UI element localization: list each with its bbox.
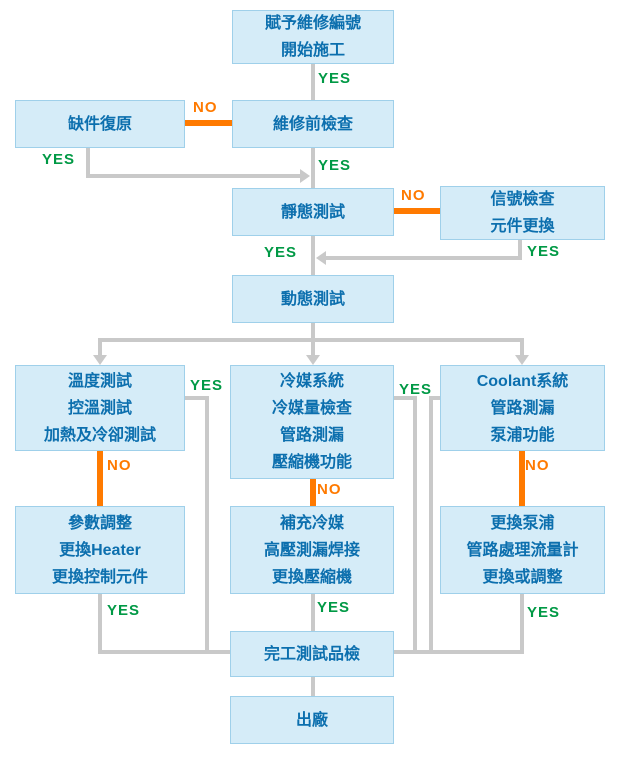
edge-coolant-yes-out — [429, 396, 441, 400]
node-assign-repair-number: 賦予維修編號 開始施工 — [232, 10, 394, 64]
arrowhead-down-icon — [306, 355, 320, 365]
node-text-line: 管路測漏 — [279, 427, 344, 444]
edge-static-dynamic — [311, 236, 315, 275]
edge-no-temp-param — [97, 451, 103, 506]
node-text-line: 更換Heater — [59, 541, 141, 559]
node-temperature-test: 溫度測試 控溫測試 加熱及冷卻測試 — [15, 365, 185, 451]
node-refill-refrigerant: 補充冷媒 高壓測漏焊接 更換壓縮機 — [230, 506, 394, 594]
edge-temp-yes-out — [185, 396, 209, 400]
node-text-line: 賦予維修編號 — [264, 15, 361, 32]
edge-stub-right — [520, 342, 524, 355]
edge-no-static-signal — [394, 208, 440, 214]
edge-missing-down — [86, 148, 90, 178]
node-text-line: 控溫測試 — [67, 399, 132, 417]
node-text-line: 開始施工 — [280, 42, 345, 59]
node-text-line: 更換壓縮機 — [271, 568, 352, 586]
node-replace-pump: 更換泵浦 管路處理流量計 更換或調整 — [440, 506, 605, 594]
edge-no-refrigerant-refill — [310, 479, 316, 506]
label-no-temp: NO — [107, 457, 132, 474]
arrowhead-down-icon — [93, 355, 107, 365]
label-no-missing: NO — [193, 99, 218, 116]
node-text-line: 信號檢查 — [490, 191, 555, 208]
label-no-refrigerant: NO — [317, 481, 342, 498]
node-static-test: 靜態測試 — [232, 188, 394, 236]
edge-signal-down — [518, 240, 522, 260]
edge-no-precheck-missing — [185, 120, 232, 126]
node-refrigerant-system: 冷媒系統 冷媒量檢查 管路測漏 壓縮機功能 — [230, 365, 394, 479]
node-text-line: 出廠 — [295, 711, 328, 729]
node-text-line: 更換泵浦 — [490, 514, 555, 532]
edge-collector-left — [98, 650, 230, 654]
node-dynamic-test: 動態測試 — [232, 275, 394, 323]
node-final-qc: 完工測試品檢 — [230, 631, 394, 677]
node-missing-parts-restore: 缺件復原 — [15, 100, 185, 148]
node-text-line: 參數調整 — [67, 514, 132, 532]
node-text-line: 加熱及冷卻測試 — [43, 426, 156, 444]
node-text-line: 高壓測漏焊接 — [263, 541, 360, 559]
label-yes-pump: YES — [527, 604, 561, 621]
label-yes-static: YES — [264, 244, 298, 261]
node-signal-check: 信號檢查 元件更換 — [440, 186, 605, 240]
arrowhead-right-icon — [300, 169, 310, 183]
edge-collector-right — [394, 650, 524, 654]
label-yes-signal: YES — [527, 243, 561, 260]
node-text-line: 冷媒系統 — [279, 373, 344, 390]
node-text-line: 維修前檢查 — [272, 115, 353, 133]
label-no-static: NO — [401, 187, 426, 204]
node-text-line: 壓縮機功能 — [271, 454, 352, 471]
node-text-line: 泵浦功能 — [490, 426, 555, 444]
edge-distribute-horizontal — [98, 338, 524, 342]
label-no-coolant: NO — [525, 457, 550, 474]
node-text-line: 管路測漏 — [490, 399, 555, 417]
label-yes-refill: YES — [317, 599, 351, 616]
edge-param-yes-down — [98, 594, 102, 654]
node-coolant-system: Coolant系統 管路測漏 泵浦功能 — [440, 365, 605, 451]
node-pre-repair-check: 維修前檢查 — [232, 100, 394, 148]
label-yes-param: YES — [107, 602, 141, 619]
label-yes-temp: YES — [190, 377, 224, 394]
node-text-line: Coolant系統 — [476, 372, 569, 390]
node-text-line: 管路處理流量計 — [466, 541, 579, 559]
arrowhead-down-icon — [515, 355, 529, 365]
edge-precheck-static — [311, 148, 315, 188]
edge-refill-yes-down — [311, 594, 315, 631]
edge-pump-yes-down — [520, 594, 524, 654]
edge-refrigerant-yes-out — [394, 396, 417, 400]
edge-coolant-yes-down — [429, 396, 433, 654]
node-text-line: 元件更換 — [490, 218, 555, 235]
edge-temp-yes-down — [205, 396, 209, 654]
edge-refrigerant-yes-down — [413, 396, 417, 654]
edge-stub-left — [98, 342, 102, 355]
label-yes-precheck: YES — [318, 157, 352, 174]
node-text-line: 冷媒量檢查 — [271, 400, 352, 417]
edge-no-coolant-pump — [519, 451, 525, 506]
edge-missing-right — [86, 174, 300, 178]
label-yes-missing: YES — [42, 151, 76, 168]
node-ship-out: 出廠 — [230, 696, 394, 744]
node-text-line: 更換控制元件 — [51, 568, 148, 586]
node-text-line: 完工測試品檢 — [263, 645, 360, 663]
node-text-line: 補充冷媒 — [279, 514, 344, 532]
node-parameter-adjust: 參數調整 更換Heater 更換控制元件 — [15, 506, 185, 594]
node-text-line: 溫度測試 — [67, 372, 132, 390]
node-text-line: 更換或調整 — [482, 568, 563, 586]
edge-signal-left — [326, 256, 522, 260]
edge-final-ship — [311, 677, 315, 696]
label-yes-refrigerant: YES — [399, 381, 433, 398]
node-text-line: 動態測試 — [280, 290, 345, 308]
node-text-line: 缺件復原 — [67, 115, 132, 133]
arrowhead-left-icon — [316, 251, 326, 265]
node-text-line: 靜態測試 — [280, 203, 345, 221]
edge-assign-precheck — [311, 64, 315, 100]
label-yes-assign: YES — [318, 70, 352, 87]
